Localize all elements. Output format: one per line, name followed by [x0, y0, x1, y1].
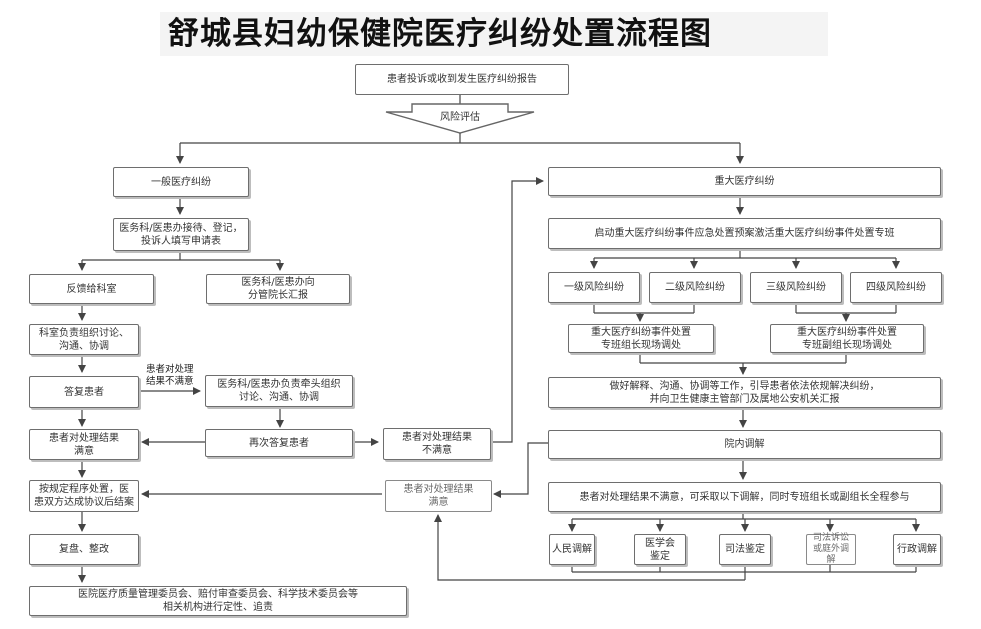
node-reply: 答复患者: [29, 376, 139, 408]
node-emergency: 启动重大医疗纠纷事件应急处置预案激活重大医疗纠纷事件处置专班: [548, 218, 941, 249]
node-level4: 四级风险纠纷: [850, 272, 942, 303]
page-title: 舒城县妇幼保健院医疗纠纷处置流程图: [160, 12, 828, 56]
node-judicial-litigation: 司法诉讼 或庭外调解: [806, 533, 856, 565]
node-unsatisfied-mid: 患者对处理结果 不满意: [383, 428, 491, 460]
node-people-mediation: 人民调解: [549, 534, 595, 565]
node-explain: 做好解释、沟通、协调等工作，引导患者依法依规解决纠纷， 并向卫生健康主管部门及属…: [548, 377, 941, 408]
label-unsatisfied: 患者对处理 结果不满意: [146, 364, 194, 387]
node-major: 重大医疗纠纷: [548, 167, 941, 196]
node-satisfied-left: 患者对处理结果 满意: [29, 429, 139, 460]
node-report-leader: 医务科/医患办向 分管院长汇报: [206, 274, 350, 304]
node-level3: 三级风险纠纷: [750, 272, 842, 303]
node-review: 复盘、整改: [29, 534, 139, 565]
node-med-lead: 医务科/医患办负责牵头组织 讨论、沟通、协调: [205, 375, 353, 407]
node-reply-again: 再次答复患者: [205, 429, 353, 457]
node-level2: 二级风险纠纷: [649, 272, 741, 303]
node-general: 一般医疗纠纷: [113, 167, 249, 197]
node-process: 按规定程序处置，医 患双方达成协议后结案: [29, 480, 139, 512]
node-dept-discuss: 科室负责组织讨论、 沟通、协调: [29, 324, 139, 355]
node-satisfied-mid: 患者对处理结果 满意: [385, 480, 492, 512]
node-internal-mediation: 院内调解: [548, 430, 941, 459]
node-onsite-deputy: 重大医疗纠纷事件处置 专班副组长现场调处: [770, 324, 924, 353]
node-risk: 风险评估: [440, 112, 480, 123]
node-onsite-leader: 重大医疗纠纷事件处置 专班组长现场调处: [568, 324, 714, 353]
node-reception: 医务科/医患办接待、登记， 投诉人填写申请表: [113, 218, 249, 251]
node-mediation-options: 患者对处理结果不满意，可采取以下调解，同时专班组长或副组长全程参与: [548, 482, 941, 512]
risk-arrow-shape: [385, 103, 535, 134]
node-feedback: 反馈给科室: [29, 274, 154, 304]
node-committee: 医院医疗质量管理委员会、赔付审查委员会、科学技术委员会等 相关机构进行定性、追责: [29, 586, 407, 616]
node-admin-mediation: 行政调解: [893, 534, 941, 565]
node-level1: 一级风险纠纷: [548, 272, 640, 303]
node-judicial-appraisal: 司法鉴定: [719, 534, 771, 565]
node-medical-society: 医学会 鉴定: [634, 534, 686, 565]
node-report: 患者投诉或收到发生医疗纠纷报告: [355, 64, 569, 95]
